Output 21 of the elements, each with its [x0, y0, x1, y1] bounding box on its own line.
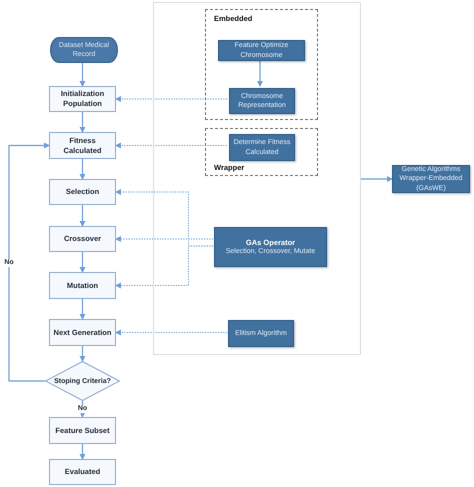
arrow — [80, 159, 86, 180]
arrow — [361, 176, 393, 182]
dotted-arrow — [115, 236, 214, 242]
container-panel — [153, 2, 361, 355]
process-box — [214, 227, 327, 267]
dotted-arrow — [115, 330, 228, 336]
arrow — [257, 59, 263, 87]
dotted-arrow — [115, 96, 228, 102]
arrow — [80, 63, 86, 87]
arrow — [80, 401, 86, 418]
dashed-group-box — [205, 128, 318, 176]
arrow — [80, 299, 86, 320]
arrow — [80, 346, 86, 362]
arrow — [80, 444, 86, 460]
arrow — [80, 252, 86, 273]
dashed-group-box — [205, 9, 318, 120]
arrow — [80, 112, 86, 133]
arrow — [80, 205, 86, 227]
dotted-arrow — [115, 142, 228, 148]
arrow — [8, 142, 50, 382]
dotted-arrow — [115, 246, 214, 288]
